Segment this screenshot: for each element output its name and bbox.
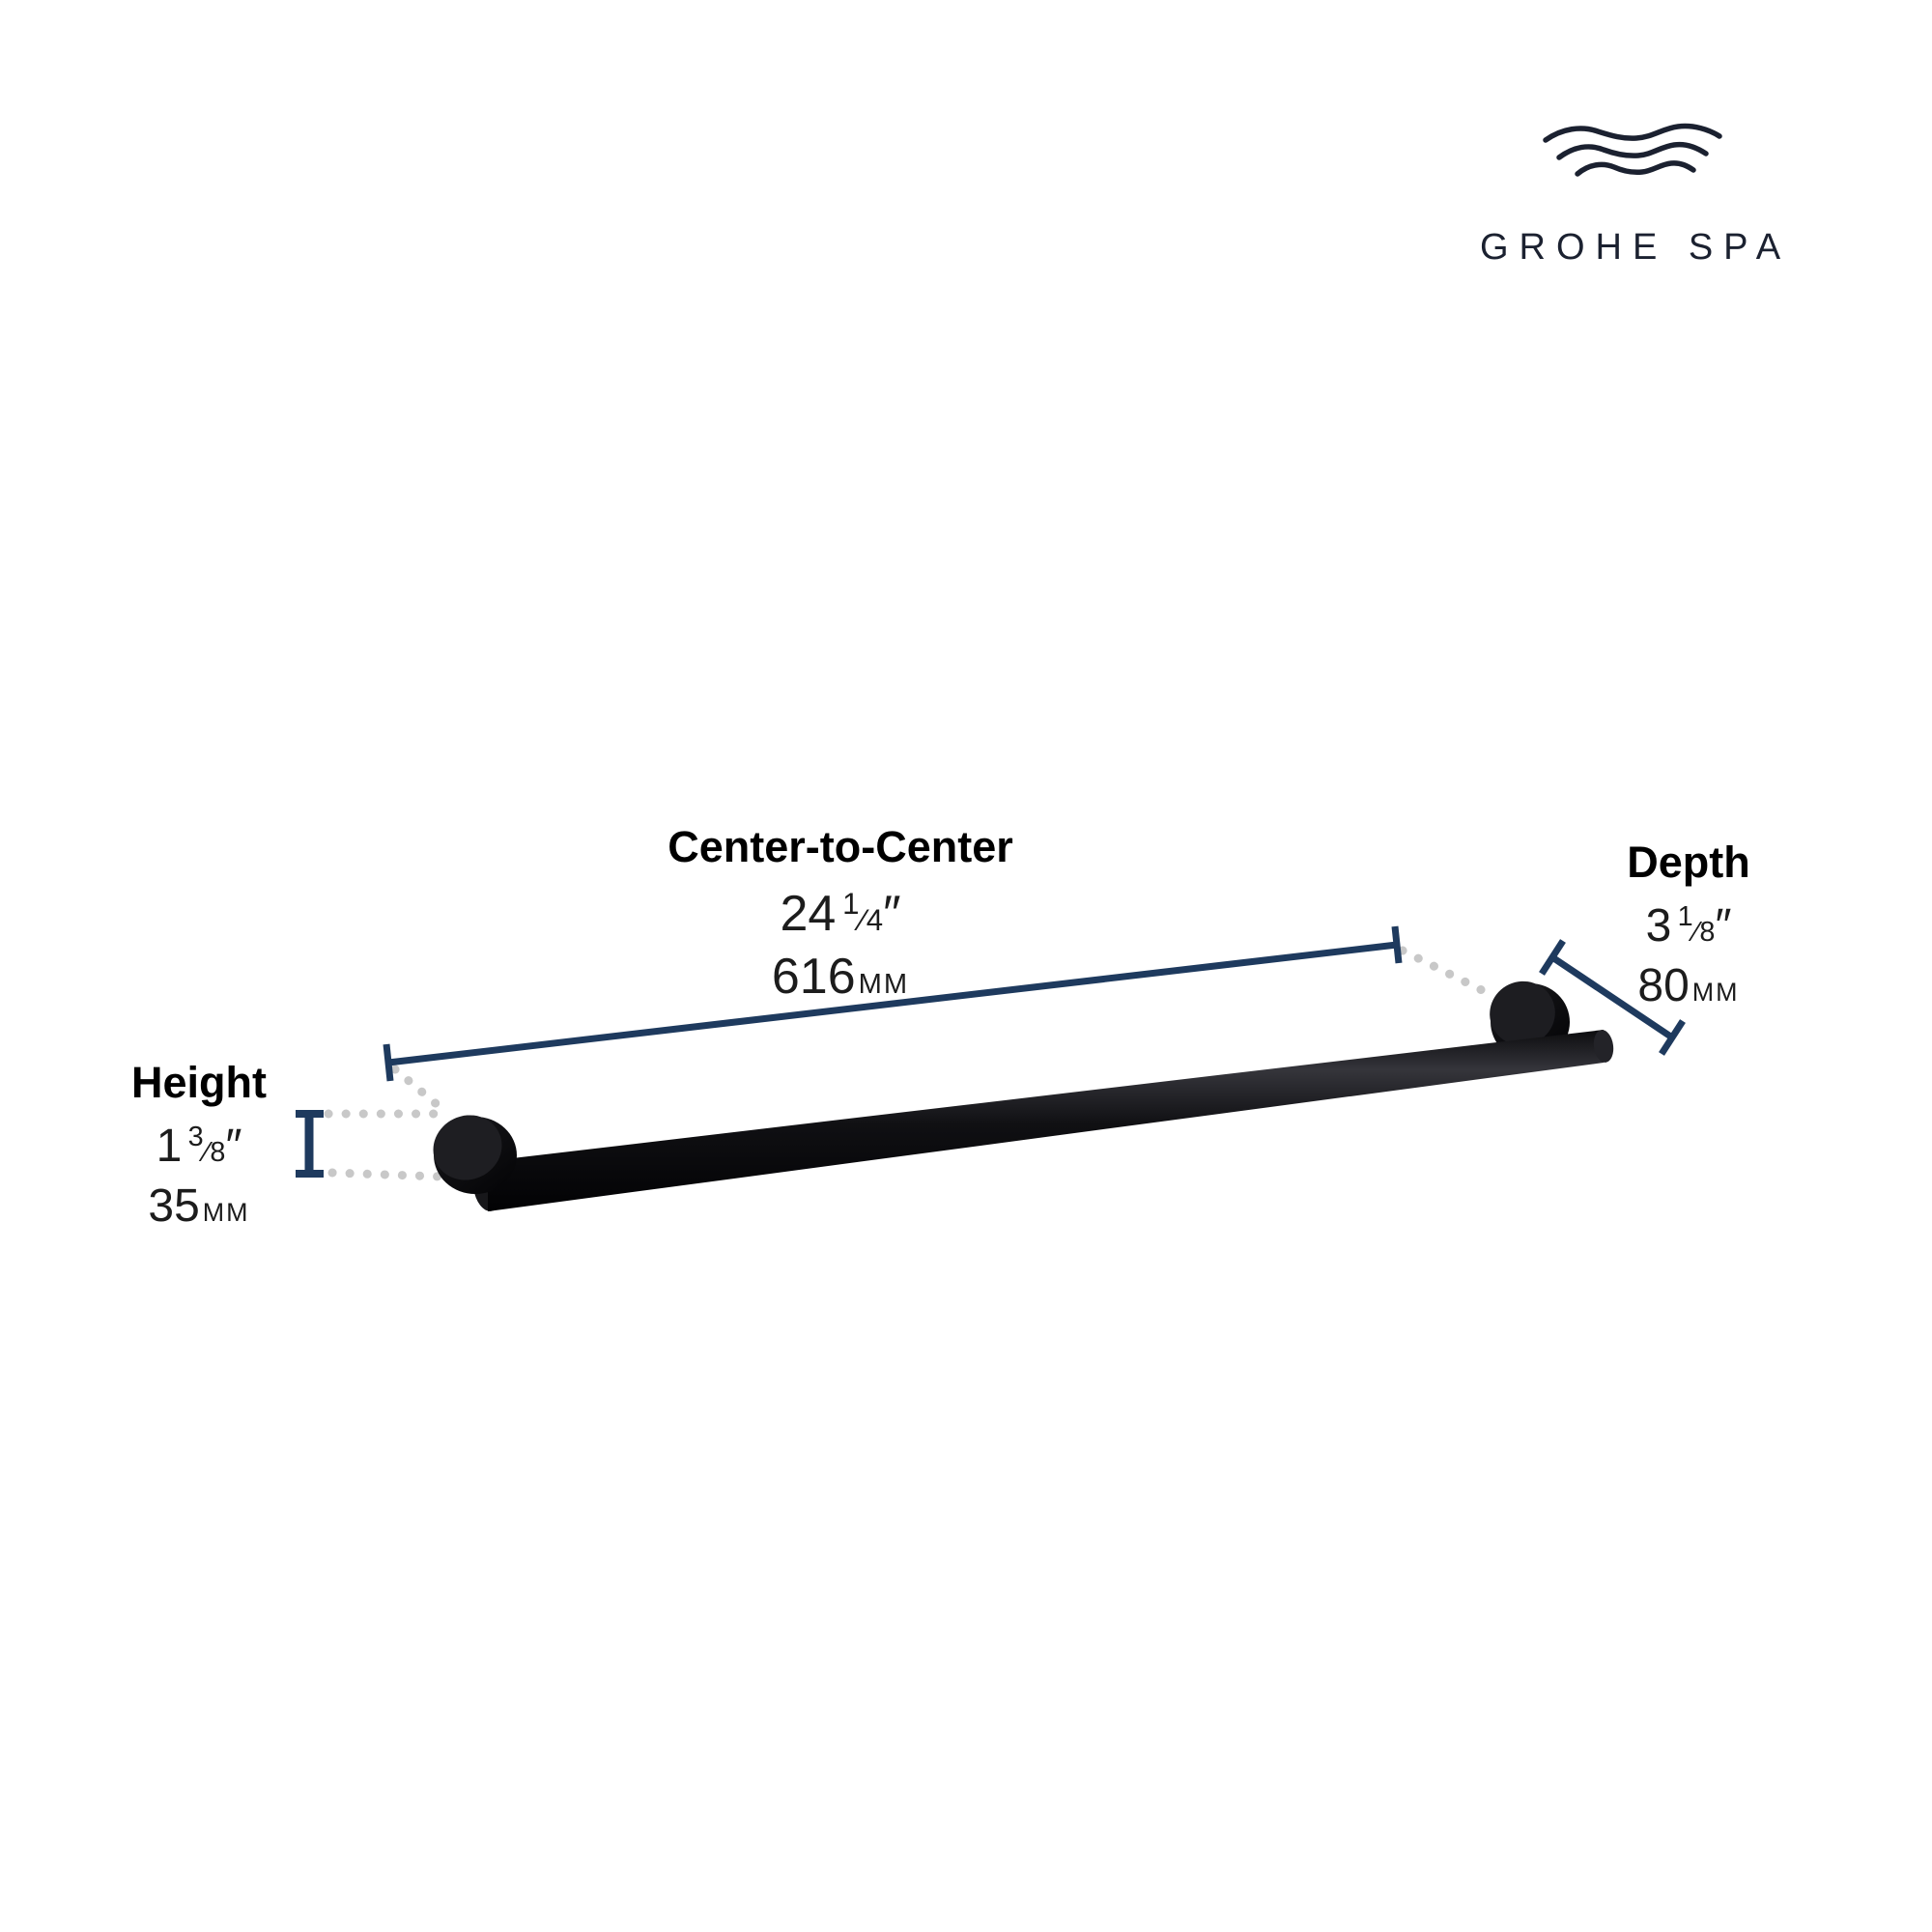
towel-bar-product — [433, 980, 1614, 1211]
dotted-line-c2c-left — [390, 1065, 448, 1115]
brand-logo: GROHE SPA — [1480, 123, 1833, 268]
inch-mark: ″ — [883, 886, 901, 943]
height-inches-whole: 1 — [156, 1120, 183, 1172]
depth-dimension-line — [1539, 939, 1686, 1056]
mm-unit: MM — [858, 969, 910, 1001]
c2c-tick-left — [383, 1043, 394, 1082]
center-to-center-label: Center-to-Center — [668, 822, 1013, 871]
fraction-slash: ⁄ — [1693, 916, 1699, 948]
dotted-line-height-bottom — [327, 1168, 445, 1181]
mm-unit: MM — [202, 1197, 250, 1227]
depth-inches-whole: 3 — [1645, 899, 1672, 952]
depth-tick-top — [1539, 939, 1566, 976]
dotted-line-c2c-right — [1398, 946, 1492, 998]
height-dimension-line — [296, 1110, 324, 1178]
height-mm-value: 35 — [148, 1179, 200, 1232]
towel-bar-right-endcap — [1593, 1030, 1614, 1063]
mm-unit: MM — [1691, 977, 1740, 1007]
depth-mm-value: 80 — [1637, 959, 1690, 1011]
extension-dotted-lines — [324, 946, 1492, 1181]
c2c-inches-whole: 24 — [780, 886, 837, 943]
depth-label: Depth — [1627, 838, 1750, 887]
c2c-tick-right — [1391, 925, 1403, 964]
height-fraction: 3⁄8 — [187, 1122, 226, 1168]
inch-mark: ″ — [225, 1120, 242, 1172]
towel-bar-rail — [472, 1030, 1614, 1211]
fraction-slash: ⁄ — [860, 903, 866, 938]
c2c-fraction: 1⁄4 — [842, 887, 884, 938]
c2c-mm-value: 616 — [771, 949, 856, 1006]
height-label: Height — [131, 1058, 267, 1107]
center-to-center-dimension-line — [383, 925, 1403, 1082]
towel-bar-left-mount — [433, 1115, 517, 1194]
depth-fraction: 1⁄8 — [1677, 901, 1716, 948]
depth-tick-bottom — [1659, 1019, 1686, 1056]
fraction-slash: ⁄ — [204, 1136, 210, 1168]
waves-icon — [1543, 123, 1722, 177]
brand-name: GROHE SPA — [1479, 227, 1792, 268]
inch-mark: ″ — [1715, 899, 1732, 952]
